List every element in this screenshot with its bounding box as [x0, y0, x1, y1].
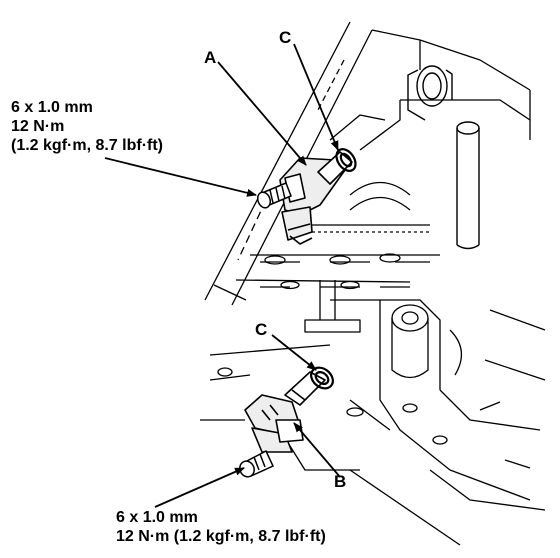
- leader-spec-bottom: [154, 467, 245, 508]
- bolt-size-bottom: 6 x 1.0 mm: [116, 509, 198, 526]
- leader-spec-top: [104, 157, 257, 197]
- o-ring-c-top: [335, 148, 357, 172]
- sensor-b: [244, 371, 326, 453]
- sensor-a: [279, 151, 353, 245]
- coolant-port-top: [407, 65, 453, 121]
- leader-b: [293, 422, 341, 478]
- torque-spec-top: 6 x 1.0 mm 12 N·m (1.2 kgf·m, 8.7 lbf·ft…: [11, 98, 163, 155]
- bolt-size-top: 6 x 1.0 mm: [11, 99, 93, 116]
- bolt-top: [256, 182, 292, 209]
- leader-c-top: [293, 43, 339, 151]
- torque-value-bottom: 12 N·m (1.2 kgf·m, 8.7 lbf·ft): [116, 528, 326, 545]
- leader-a: [217, 61, 307, 166]
- label-a: A: [204, 48, 217, 67]
- torque-conversion-top: (1.2 kgf·m, 8.7 lbf·ft): [11, 137, 164, 154]
- label-c-top: C: [279, 28, 292, 47]
- label-b: B: [334, 472, 347, 491]
- leader-c-bottom: [271, 334, 317, 371]
- leader-lines: [104, 43, 341, 508]
- coolant-pipe: [456, 121, 480, 250]
- torque-value-top: 12 N·m: [11, 118, 65, 135]
- bolt-bottom: [239, 449, 274, 478]
- label-c-bottom: C: [255, 320, 268, 339]
- cylinder-head-outline: [204, 21, 531, 333]
- torque-spec-bottom: 6 x 1.0 mm 12 N·m (1.2 kgf·m, 8.7 lbf·ft…: [116, 508, 326, 546]
